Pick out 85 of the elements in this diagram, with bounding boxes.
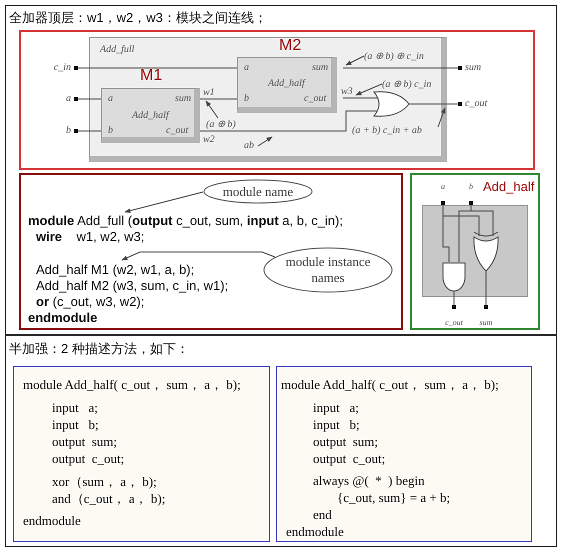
- wire: [438, 107, 446, 128]
- leader-line: [355, 84, 382, 96]
- instance-label: M1: [140, 67, 162, 85]
- pin-label: b: [66, 126, 71, 136]
- code-line: module Add_half( c_out， sum， a， b);: [281, 376, 499, 394]
- wire-label: w2: [203, 134, 215, 145]
- module-box: [89, 37, 447, 162]
- code-box: [13, 366, 270, 542]
- xor-gate-symbol: [472, 230, 500, 272]
- code-line: {c_out, sum} = a + b;: [337, 490, 450, 506]
- port-label: c_out: [166, 125, 188, 136]
- section-heading: 全加器顶层：w1，w2，w3：模块之间连线；: [9, 9, 267, 27]
- pin-label: sum: [480, 319, 492, 327]
- or-gate-symbol: [372, 90, 410, 118]
- port-label: sum: [312, 62, 328, 73]
- code-panel: [19, 173, 403, 330]
- leader-line: [345, 56, 364, 66]
- annotation-text: (a ⊕ b): [206, 118, 244, 130]
- code-line: or (c_out, w3, w2);: [36, 294, 144, 309]
- leader-line: [206, 100, 218, 118]
- code-line: end: [313, 507, 332, 523]
- code-line: module Add_half( c_out， sum， a， b);: [23, 376, 241, 394]
- port-label: sum: [175, 93, 192, 104]
- callout-text: module instance names: [284, 254, 372, 286]
- code-line: endmodule: [28, 310, 98, 325]
- code-line: output c_out;: [313, 451, 386, 467]
- module-label: Add_half: [268, 78, 305, 89]
- port-label: a: [244, 62, 249, 73]
- port-label: a: [108, 93, 113, 104]
- code-line: output sum;: [313, 434, 378, 450]
- half-adder-body: [422, 205, 528, 297]
- annotation-text: (a ⊕ b) c_in: [382, 78, 444, 90]
- pin-label: sum: [465, 63, 482, 73]
- code-line: input a;: [52, 400, 98, 416]
- wire-label: w1: [203, 87, 215, 98]
- section-heading: 半加强：2 种描述方法，如下：: [9, 340, 189, 358]
- and-gate-symbol: [442, 262, 466, 292]
- code-box: [276, 366, 532, 542]
- schematic-frame: [19, 30, 535, 170]
- wire: [200, 110, 378, 132]
- leader-line: [124, 192, 204, 213]
- module-label: Add_full: [100, 44, 134, 55]
- wire-label: w3: [341, 86, 353, 97]
- wire: [78, 98, 102, 100]
- annotation-text: ab: [244, 140, 258, 152]
- pin-label: a: [66, 94, 71, 104]
- wire: [78, 130, 102, 132]
- wire: [442, 204, 480, 236]
- code-line: input b;: [313, 417, 360, 433]
- section-panel: [5, 335, 557, 547]
- callout-text: module name: [222, 184, 294, 200]
- code-line: input a;: [313, 400, 359, 416]
- wire: [470, 204, 494, 236]
- code-line: input b;: [52, 417, 99, 433]
- pin-label: c_in: [54, 63, 71, 73]
- instance-label: M2: [279, 37, 302, 55]
- gate-diagram-panel: [410, 173, 540, 330]
- code-line: Add_half M1 (w2, w1, a, b);: [36, 262, 194, 277]
- code-line: output sum;: [52, 434, 118, 450]
- port-label: b: [244, 93, 249, 104]
- panel-heading: Add_half: [483, 179, 534, 194]
- code-line: always @( * ) begin: [313, 473, 425, 489]
- code-line: output c_out;: [52, 451, 124, 467]
- code-line: module Add_full (output c_out, sum, input a, b, c_in);: [28, 213, 343, 228]
- callout-ellipse: [203, 179, 313, 204]
- pin-label: a: [441, 183, 445, 191]
- annotation-text: (a + b) c_in + ab: [352, 125, 438, 137]
- leader-line: [121, 252, 276, 260]
- pin-label: b: [469, 183, 473, 191]
- code-line: endmodule: [23, 513, 81, 529]
- code-line: Add_half M2 (w3, sum, c_in, w1);: [36, 278, 228, 293]
- wire: [200, 98, 238, 100]
- code-line: wire w1, w2, w3;: [36, 229, 144, 244]
- section-panel: [5, 5, 557, 335]
- code-line: xor（sum， a， b);: [52, 473, 157, 491]
- module-label: Add_half: [132, 110, 169, 121]
- leader-line: [258, 136, 272, 146]
- port-label: b: [108, 125, 113, 136]
- annotation-text: (a ⊕ b) ⊕ c_in: [364, 50, 442, 62]
- pin-label: c_out: [465, 99, 488, 109]
- code-line: and（c_out， a， b);: [52, 490, 166, 508]
- port-label: c_out: [304, 93, 326, 104]
- callout-ellipse: [263, 247, 393, 293]
- code-line: endmodule: [286, 524, 344, 540]
- pin-label: c_out: [445, 319, 463, 327]
